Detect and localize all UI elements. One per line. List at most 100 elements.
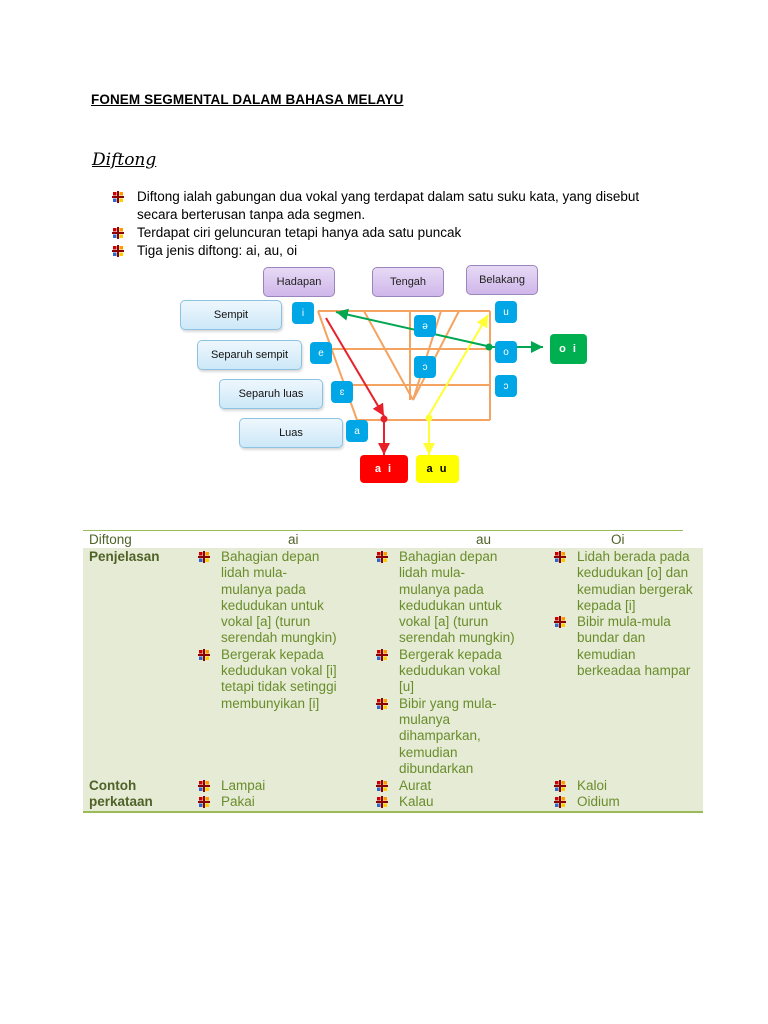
bullet-icon	[376, 698, 388, 710]
ai-glide-line	[325, 317, 385, 417]
table-top-rule	[83, 530, 683, 531]
list-item: Diftong ialah gabungan dua vokal yang te…	[112, 188, 672, 224]
vowel-open-o: ɔ	[495, 375, 517, 397]
bullet-icon	[198, 796, 210, 808]
list-item: Oidium	[554, 794, 620, 810]
cell-text-line: kedudukan untuk	[399, 597, 502, 613]
vowel-e: e	[310, 342, 332, 364]
row-sempit: Sempit	[180, 300, 282, 330]
bullet-text: Tiga jenis diftong: ai, au, oi	[137, 243, 298, 258]
cell-text-line: dihamparkan,	[399, 728, 481, 744]
bullet-icon	[554, 780, 566, 792]
cell-text-line: lidah mula-	[399, 565, 466, 581]
table-body	[83, 548, 703, 812]
bullet-icon	[376, 780, 388, 792]
cell-text-line: bundar dan	[577, 630, 646, 646]
au-glide-line	[428, 314, 489, 416]
column-tengah: Tengah	[372, 267, 444, 297]
header-diftong: Diftong	[89, 532, 132, 547]
bullet-icon	[376, 649, 388, 661]
oi-glide-line	[335, 308, 488, 347]
bullet-list: Diftong ialah gabungan dua vokal yang te…	[112, 188, 672, 260]
cell-text-line: kedudukan vokal [i]	[221, 663, 337, 679]
cell-text-line: Bergerak kepada	[399, 646, 502, 662]
header-ai: ai	[288, 532, 299, 547]
cell-text-line: Oidium	[577, 794, 620, 810]
bullet-icon	[554, 551, 566, 563]
result-oi: o i	[550, 334, 587, 364]
column-hadapan: Hadapan	[263, 267, 335, 297]
cell-text-line: serendah mungkin)	[221, 630, 337, 646]
cell-text-line: kedudukan untuk	[221, 597, 324, 613]
table-bottom-rule	[83, 811, 703, 813]
row-luas: Luas	[239, 418, 343, 448]
row-label-contoh-line: perkataan	[89, 794, 153, 810]
cell-text-line: kepada [i]	[577, 597, 636, 613]
bullet-icon	[198, 551, 210, 563]
column-belakang: Belakang	[466, 265, 538, 295]
row-separuh-sempit: Separuh sempit	[197, 340, 302, 370]
cell-text-line: Lampai	[221, 778, 266, 793]
list-item: Kalau	[376, 794, 434, 810]
vowel-o: o	[495, 341, 517, 363]
vowel-i: i	[292, 302, 314, 324]
cell-text-line: Bibir mula-mula	[577, 614, 671, 630]
list-item: Kaloi	[554, 778, 620, 794]
document-title: FONEM SEGMENTAL DALAM BAHASA MELAYU	[91, 92, 404, 107]
bullet-icon	[198, 780, 210, 792]
row-label-penjelasan: Penjelasan	[89, 549, 160, 564]
list-item: Tiga jenis diftong: ai, au, oi	[112, 242, 672, 260]
cell-text-line: Bibir yang mula-	[399, 695, 497, 711]
vowel-chart-lines	[317, 308, 543, 455]
row-label-contoh: Contoh perkataan	[89, 778, 153, 811]
bullet-icon	[376, 796, 388, 808]
cell-text-line: [u]	[399, 679, 415, 695]
cell-text-line: mulanya pada	[399, 581, 484, 597]
result-ai: a i	[360, 455, 408, 483]
bullet-icon	[376, 551, 388, 563]
cell-text-line: vokal [a] (turun	[399, 614, 489, 630]
table-header-row: Diftong ai au Oi	[83, 532, 703, 549]
vowel-diagram: Hadapan Tengah Belakang Sempit Separuh s…	[0, 0, 768, 500]
vowel-u: u	[495, 301, 517, 323]
vowel-schwa: ə	[414, 315, 436, 337]
header-au: au	[476, 532, 492, 547]
cell-text-line: lidah mula-	[221, 565, 288, 581]
result-au: a u	[416, 455, 459, 483]
row-separuh-luas: Separuh luas	[219, 379, 323, 409]
cell-text-line: kemudian bergerak	[577, 581, 693, 597]
header-oi: Oi	[611, 532, 625, 547]
cell-text-line: Aurat	[399, 778, 432, 793]
cell-text-line: Bahagian depan	[221, 549, 320, 564]
cell-text-line: Bahagian depan	[399, 549, 498, 564]
list-item: Lampai	[198, 778, 265, 794]
cell-text-line: tetapi tidak setinggi	[221, 679, 337, 695]
cell-text-line: Lidah berada pada	[577, 549, 690, 564]
bullet-icon	[554, 616, 566, 628]
cell-text-line: Kalau	[399, 794, 434, 810]
cell-text-line: kedudukan vokal	[399, 663, 501, 679]
list-item: Pakai	[198, 794, 265, 810]
bullet-icon	[554, 796, 566, 808]
cell-text-line: serendah mungkin)	[399, 630, 515, 646]
cell-text-line: Bergerak kepada	[221, 646, 324, 662]
bullet-text: Diftong ialah gabungan dua vokal yang te…	[137, 189, 640, 222]
cell-text-line: Kaloi	[577, 778, 608, 793]
cell-text-line: berkeadaa hampar	[577, 663, 691, 679]
list-item: Aurat	[376, 778, 434, 794]
cell-text-line: mulanya	[399, 711, 451, 727]
bullet-text: Terdapat ciri geluncuran tetapi hanya ad…	[137, 225, 462, 240]
cell-text-line: dibundarkan	[399, 760, 474, 776]
